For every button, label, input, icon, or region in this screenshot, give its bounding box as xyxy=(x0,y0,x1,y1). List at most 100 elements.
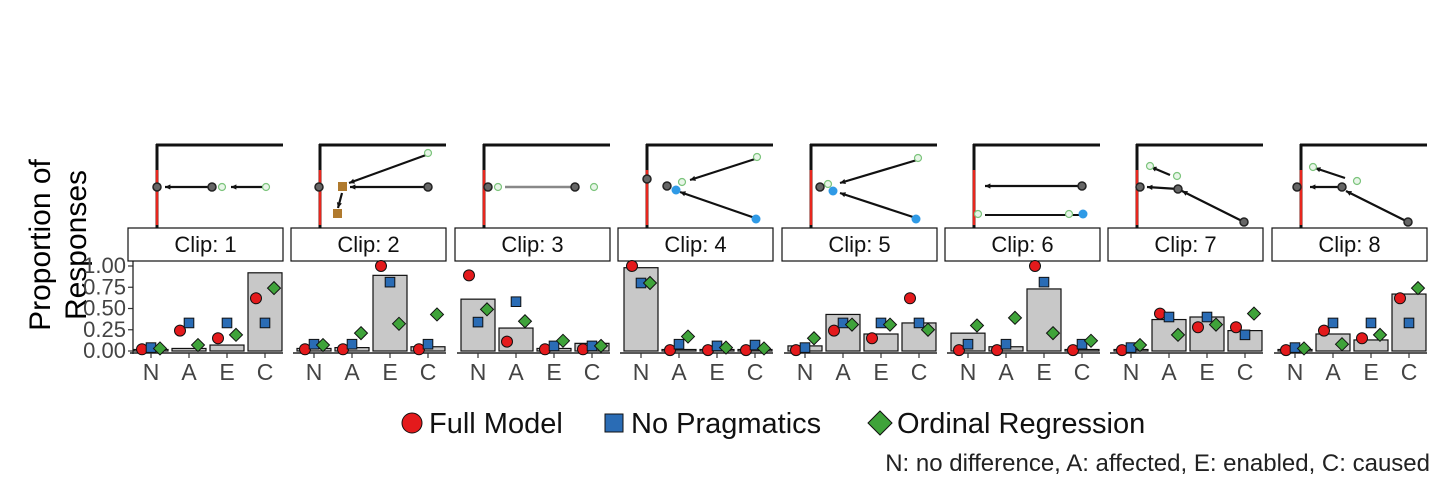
no-pragmatics-point xyxy=(346,338,358,350)
no-pragmatics-point xyxy=(875,317,887,329)
gray-ball-icon xyxy=(1292,182,1302,192)
ordinal-regression-point xyxy=(593,338,609,354)
no-pragmatics-point xyxy=(259,317,271,329)
x-tick-label: C xyxy=(1074,359,1091,385)
clip-diagram xyxy=(642,143,773,229)
clip-diagram xyxy=(482,143,610,229)
facet-strip xyxy=(944,227,1101,262)
full-model-point xyxy=(953,344,965,357)
full-model-point xyxy=(828,324,840,337)
facet-strip-label: Clip: 6 xyxy=(991,232,1053,257)
facet-strip xyxy=(1271,227,1428,262)
x-tick-label: N xyxy=(1287,359,1304,385)
gray-ball-icon xyxy=(1173,184,1183,194)
ghost-ball-icon xyxy=(1308,162,1318,172)
x-tick-label: E xyxy=(219,359,234,385)
x-tick-label: A xyxy=(1161,359,1177,385)
motion-arrow xyxy=(839,158,918,185)
facet-strip-label: Clip: 7 xyxy=(1154,232,1216,257)
clip-diagram xyxy=(152,143,283,229)
no-pragmatics-point xyxy=(1201,311,1213,323)
arrowhead xyxy=(231,184,237,190)
ordinal-regression-point xyxy=(680,329,696,344)
full-model-point xyxy=(991,344,1003,357)
x-tick-label: C xyxy=(257,359,274,385)
full-model-point xyxy=(1318,324,1330,337)
no-pragmatics-point xyxy=(221,317,233,329)
gray-ball-icon xyxy=(570,182,580,192)
full-model-point xyxy=(1230,321,1242,334)
no-pragmatics-point xyxy=(1403,317,1415,329)
facet-strip xyxy=(454,227,611,262)
full-model-point xyxy=(626,260,638,272)
x-tick-label: A xyxy=(508,359,524,385)
legend-label: No Pragmatics xyxy=(631,408,821,440)
ordinal-regression-point xyxy=(1246,306,1262,321)
no-pragmatics-point xyxy=(913,317,925,329)
x-tick-label: N xyxy=(306,359,323,385)
ordinal-regression-point xyxy=(555,333,571,349)
ordinal-regression-point xyxy=(315,337,331,353)
arrowhead xyxy=(840,192,846,198)
full-model-point xyxy=(501,335,513,348)
gray-ball-icon xyxy=(642,174,652,184)
box-icon xyxy=(333,209,342,218)
x-tick-label: E xyxy=(1036,359,1051,385)
full-model-point xyxy=(664,344,676,357)
no-pragmatics-point xyxy=(1239,329,1251,341)
x-tick-label: A xyxy=(998,359,1014,385)
arrowhead xyxy=(840,178,846,184)
motion-arrow xyxy=(839,191,917,220)
x-tick-label: A xyxy=(181,359,197,385)
ordinal-regression-point xyxy=(228,327,244,343)
arrowhead xyxy=(690,175,696,181)
ordinal-regression-point xyxy=(844,317,860,332)
ghost-ball-icon xyxy=(217,182,227,192)
x-tick-label: A xyxy=(671,359,687,385)
ghost-ball-icon xyxy=(752,152,762,162)
x-tick-label: E xyxy=(873,359,888,385)
motion-arrow xyxy=(689,157,756,182)
no-pragmatics-point xyxy=(422,338,434,350)
ordinal-regression-point xyxy=(1083,333,1099,349)
gray-ball-icon xyxy=(1403,217,1413,227)
ghost-ball-icon xyxy=(823,179,833,189)
full-model-point xyxy=(866,332,878,345)
legend-square-icon xyxy=(604,413,624,433)
blue-ball-icon xyxy=(751,214,761,224)
gray-ball-icon xyxy=(423,182,433,192)
ghost-ball-icon xyxy=(913,153,923,163)
gray-ball-icon xyxy=(483,182,493,192)
x-tick-label: E xyxy=(709,359,724,385)
x-tick-label: N xyxy=(470,359,487,385)
blue-ball-icon xyxy=(828,186,838,196)
x-tick-label: E xyxy=(382,359,397,385)
facet-strip-label: Clip: 8 xyxy=(1318,232,1380,257)
ordinal-regression-point xyxy=(1334,336,1350,352)
no-pragmatics-point xyxy=(183,317,195,329)
full-model-point xyxy=(1192,321,1204,334)
y-axis-title-line-1: Proportion of xyxy=(24,158,57,330)
arrowhead xyxy=(165,184,171,190)
box-icon xyxy=(338,182,347,191)
ordinal-regression-point xyxy=(391,316,407,332)
ordinal-regression-point xyxy=(190,337,206,353)
response-bar xyxy=(209,344,245,352)
y-tick-label: 0.00 xyxy=(83,338,126,363)
response-bar xyxy=(1064,348,1100,352)
y-axis-title: Proportion of Responses xyxy=(24,158,93,330)
response-bar xyxy=(1026,288,1062,352)
facet-strip-label: Clip: 2 xyxy=(337,232,399,257)
ordinal-regression-point xyxy=(806,331,822,346)
y-tick-label: 0.75 xyxy=(83,274,126,299)
full-model-point xyxy=(463,269,475,282)
blue-ball-icon xyxy=(1078,209,1088,219)
ordinal-regression-point xyxy=(353,325,369,341)
clip-diagram xyxy=(809,143,937,229)
facet-strip xyxy=(290,227,447,262)
ordinal-regression-point xyxy=(479,302,495,317)
y-axis-title-line-2: Responses xyxy=(60,170,93,320)
x-tick-label: C xyxy=(911,359,928,385)
